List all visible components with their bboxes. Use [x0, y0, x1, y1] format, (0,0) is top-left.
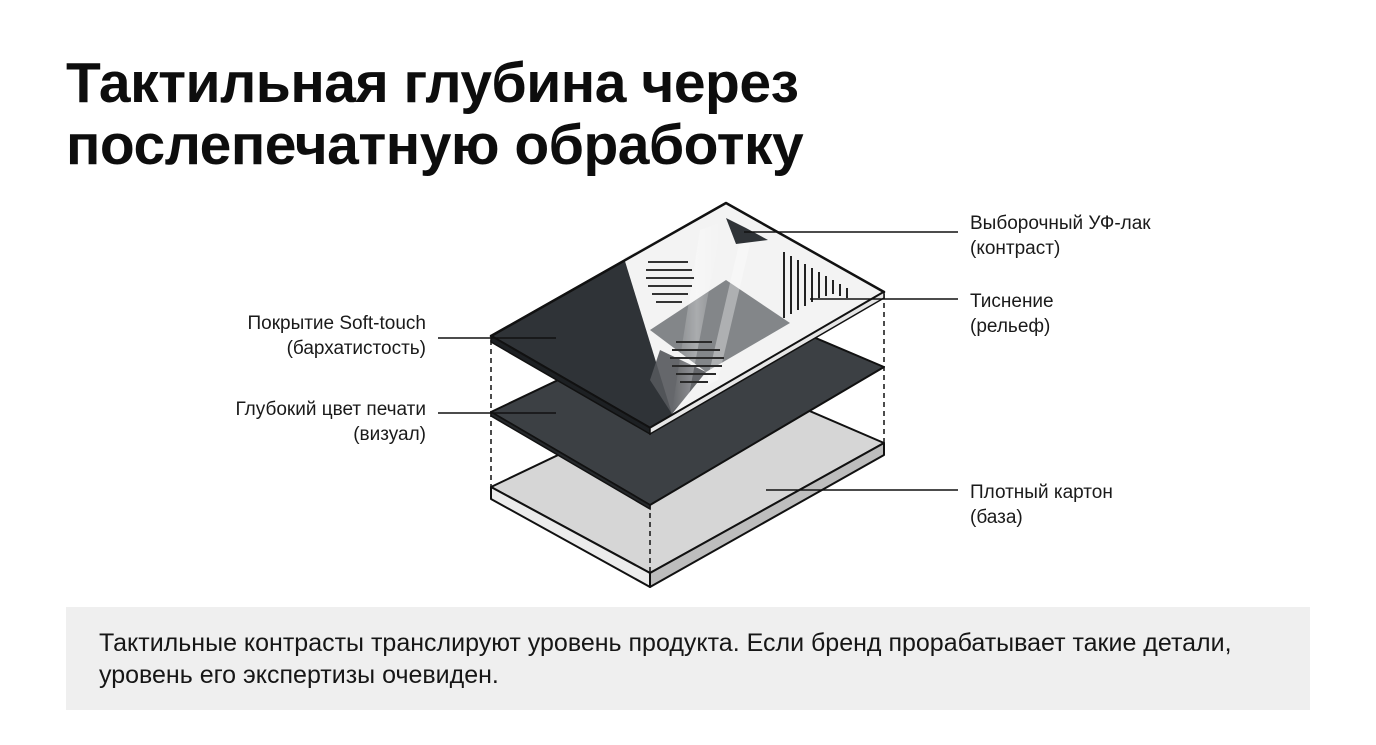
emboss-hatching: [783, 252, 848, 318]
caption-text: Тактильные контрасты транслируют уровень…: [99, 629, 1232, 689]
label-emboss: Тиснение (рельеф): [970, 289, 1054, 339]
label-uv: Выборочный УФ-лак (контраст): [970, 211, 1151, 261]
title-line-2: послепечатную обработку: [66, 113, 804, 177]
label-softtouch-note: (бархатистость): [286, 338, 426, 359]
uv-corner-accent: [726, 218, 768, 244]
uv-hatching-left: [646, 261, 694, 303]
label-board-name: Плотный картон: [970, 482, 1113, 503]
label-print: Глубокий цвет печати (визуал): [235, 397, 426, 447]
label-uv-note: (контраст): [970, 238, 1061, 259]
label-softtouch: Покрытие Soft-touch (бархатистость): [247, 311, 426, 361]
label-print-name: Глубокий цвет печати: [235, 399, 426, 420]
label-uv-name: Выборочный УФ-лак: [970, 213, 1151, 234]
title-line-1: Тактильная глубина через: [66, 51, 799, 115]
softtouch-right-edge: [649, 290, 885, 436]
softtouch-layer: [489, 201, 886, 436]
uv-hatching-inner: [670, 341, 724, 383]
label-board: Плотный картон (база): [970, 480, 1113, 530]
page-title: Тактильная глубина через послепечатную о…: [66, 51, 804, 177]
label-print-note: (визуал): [353, 424, 426, 445]
print-front-edge: [490, 410, 651, 511]
caption-box: Тактильные контрасты транслируют уровень…: [66, 607, 1310, 710]
board-right-edge: [649, 442, 885, 588]
label-emboss-name: Тиснение: [970, 291, 1054, 312]
glare-stripe-1: [672, 222, 722, 410]
leader-lines: [438, 231, 958, 491]
glare-stripe-2: [706, 236, 752, 386]
label-board-note: (база): [970, 507, 1023, 528]
label-softtouch-name: Покрытие Soft-touch: [247, 313, 426, 334]
layer-stack-diagram: [438, 201, 958, 588]
label-emboss-note: (рельеф): [970, 316, 1051, 337]
